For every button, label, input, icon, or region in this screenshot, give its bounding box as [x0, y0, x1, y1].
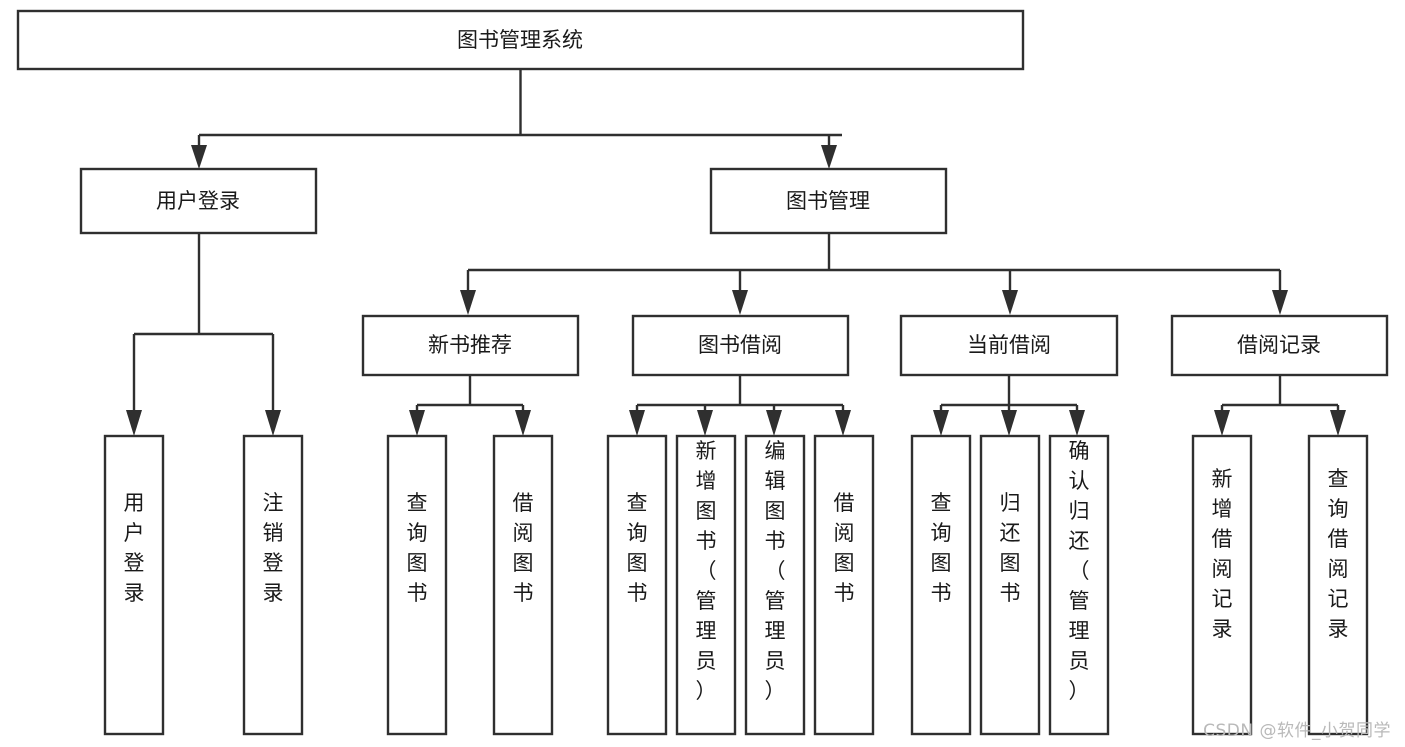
node-box[interactable]	[979, 434, 1041, 736]
arrow-head	[1330, 410, 1346, 436]
node-leaf-user-login[interactable]: 用户登录	[103, 434, 165, 736]
node-leaf-query-book-rec[interactable]: 查询图书	[386, 434, 448, 736]
arrow-head	[821, 145, 837, 169]
arrow-head	[1002, 290, 1018, 315]
arrow-head	[933, 410, 949, 436]
node-leaf-borrow-book[interactable]: 借阅图书	[813, 434, 875, 736]
node-label: 新增借阅记录	[1212, 467, 1233, 641]
edge-current-borrow-children	[933, 375, 1085, 436]
node-label: 查询图书	[931, 491, 952, 605]
node-label: 查询图书	[627, 491, 648, 605]
node-leaf-edit-book-admin[interactable]: 编辑图书（管理员）	[744, 434, 806, 736]
node-book-borrow[interactable]: 图书借阅	[631, 314, 850, 377]
node-box[interactable]	[675, 434, 737, 736]
edge-borrow-children	[629, 375, 851, 436]
arrow-head	[1272, 290, 1288, 315]
node-box[interactable]	[1307, 434, 1369, 736]
arrow-head	[732, 290, 748, 315]
node-label: 图书管理	[786, 189, 870, 213]
arrow-head	[629, 410, 645, 436]
node-box[interactable]	[492, 434, 554, 736]
node-leaf-add-book-admin[interactable]: 新增图书（管理员）	[675, 434, 737, 736]
node-label: 图书管理系统	[457, 28, 583, 52]
edge-borrow-record-children	[1214, 375, 1346, 436]
node-label: 用户登录	[124, 491, 145, 605]
node-label: 借阅图书	[834, 491, 855, 605]
node-box[interactable]	[1048, 434, 1110, 736]
node-label: 查询图书	[407, 491, 428, 605]
node-box[interactable]	[361, 314, 580, 377]
arrow-head	[409, 410, 425, 436]
node-leaf-query-book-current[interactable]: 查询图书	[910, 434, 972, 736]
node-leaf-query-borrow-record[interactable]: 查询借阅记录	[1307, 434, 1369, 736]
node-leaf-confirm-return-admin[interactable]: 确认归还（管理员）	[1048, 434, 1110, 736]
node-new-book-recommend[interactable]: 新书推荐	[361, 314, 580, 377]
node-label: 借阅记录	[1237, 333, 1321, 357]
node-label: 确认归还（管理员）	[1069, 439, 1090, 703]
node-box[interactable]	[910, 434, 972, 736]
node-leaf-borrow-book-rec[interactable]: 借阅图书	[492, 434, 554, 736]
edge-root-to-level2	[191, 69, 842, 169]
node-box[interactable]	[1191, 434, 1253, 736]
node-box[interactable]	[899, 314, 1119, 377]
arrow-head	[126, 410, 142, 436]
node-book-management[interactable]: 图书管理	[709, 167, 948, 235]
arrow-head	[265, 410, 281, 436]
node-label: 归还图书	[1000, 491, 1021, 605]
node-label: 查询借阅记录	[1328, 467, 1349, 641]
arrow-head	[191, 145, 207, 169]
node-label: 编辑图书（管理员）	[765, 439, 786, 703]
node-box[interactable]	[744, 434, 806, 736]
node-label: 图书借阅	[698, 333, 782, 357]
arrow-head	[460, 290, 476, 315]
node-current-borrow[interactable]: 当前借阅	[899, 314, 1119, 377]
arrow-head	[1214, 410, 1230, 436]
node-root-system[interactable]: 图书管理系统	[16, 9, 1025, 71]
node-leaf-return-book[interactable]: 归还图书	[979, 434, 1041, 736]
node-box[interactable]	[631, 314, 850, 377]
node-label: 当前借阅	[967, 333, 1051, 357]
node-box[interactable]	[386, 434, 448, 736]
edge-user-login-children	[126, 233, 281, 436]
node-box[interactable]	[813, 434, 875, 736]
node-label: 注销登录	[263, 491, 284, 605]
arrow-head	[515, 410, 531, 436]
node-user-login[interactable]: 用户登录	[79, 167, 318, 235]
edge-book-manage-children	[460, 233, 1288, 315]
arrow-head	[835, 410, 851, 436]
node-box[interactable]	[242, 434, 304, 736]
arrow-head	[1069, 410, 1085, 436]
node-box[interactable]	[606, 434, 668, 736]
node-box[interactable]	[16, 9, 1025, 71]
arrow-head	[1001, 410, 1017, 436]
node-label: 新增图书（管理员）	[696, 439, 717, 703]
node-box[interactable]	[1170, 314, 1389, 377]
node-box[interactable]	[103, 434, 165, 736]
node-borrow-record[interactable]: 借阅记录	[1170, 314, 1389, 377]
arrow-head	[697, 410, 713, 436]
arrow-head	[766, 410, 782, 436]
node-box[interactable]	[79, 167, 318, 235]
node-box[interactable]	[709, 167, 948, 235]
csdn-watermark: CSDN @软件_小贺同学	[1203, 721, 1391, 741]
node-leaf-logout[interactable]: 注销登录	[242, 434, 304, 736]
node-label: 新书推荐	[428, 333, 512, 357]
node-label: 用户登录	[156, 189, 240, 213]
node-leaf-add-borrow-record[interactable]: 新增借阅记录	[1191, 434, 1253, 736]
edge-new-book-children	[409, 375, 531, 436]
node-label: 借阅图书	[513, 491, 534, 605]
node-leaf-query-book-borrow[interactable]: 查询图书	[606, 434, 668, 736]
